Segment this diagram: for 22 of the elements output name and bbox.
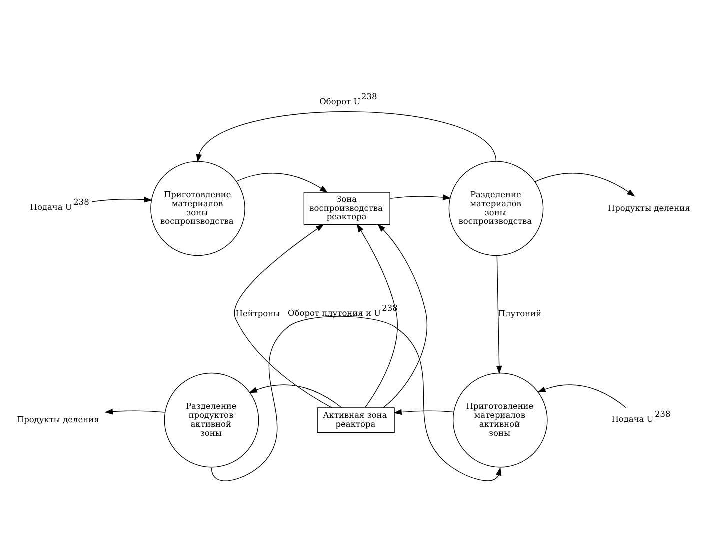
arrow: [92, 196, 153, 202]
node-text: Продукты деления: [16, 414, 100, 424]
arrow: [234, 224, 332, 408]
arrow: [196, 111, 497, 162]
arrow: [394, 408, 454, 415]
edge-label: Нейтроны: [236, 308, 280, 318]
arrow: [211, 316, 502, 481]
node-circle: Приготовление материалов зоны воспроизводства: [150, 160, 246, 256]
arrow: [236, 172, 328, 192]
node-text: Продукты деления: [608, 202, 690, 212]
arrow: [378, 224, 428, 408]
node-circle: Разделение материалов зоны воспроизводства: [448, 160, 544, 256]
node-box: Активная зона реактора: [317, 407, 395, 433]
arrow: [390, 194, 452, 200]
edge-label: Плутоний: [498, 308, 542, 318]
arrow: [496, 254, 502, 374]
arrow: [356, 224, 398, 408]
arrow: [538, 384, 627, 408]
arrow: [249, 384, 342, 408]
node-box: Зона воспроизводства реактора: [304, 192, 390, 225]
arrow: [104, 408, 166, 414]
arrow: [534, 172, 636, 196]
